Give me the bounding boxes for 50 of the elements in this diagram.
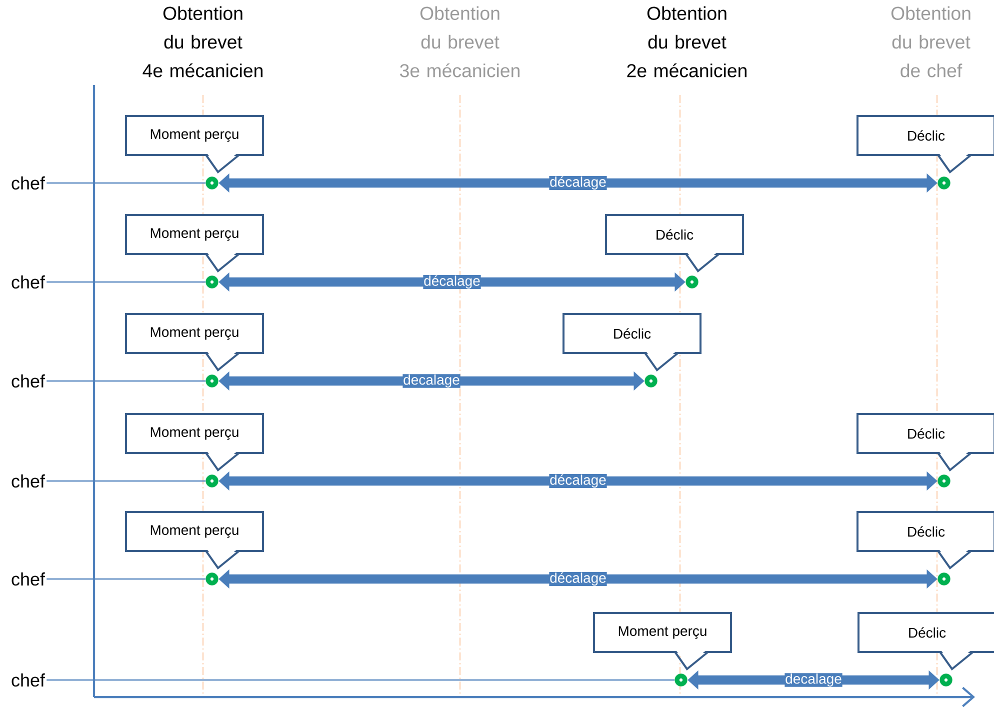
marker-dot (940, 674, 952, 686)
edge-label: décalage (423, 275, 481, 289)
connector-line (46, 480, 206, 482)
marker-dot (938, 572, 950, 586)
connector-line (46, 182, 206, 184)
connector-line (46, 281, 206, 283)
row-label: chef (12, 673, 46, 687)
connector-line (46, 679, 674, 681)
callout-box: Moment perçu (593, 612, 732, 670)
marker-dot (644, 374, 658, 388)
connector-line (46, 578, 206, 580)
callout-box: Déclic (858, 612, 994, 670)
callout-box: Déclic (562, 313, 702, 372)
node-label: Déclic (908, 130, 945, 141)
callout-box: Moment perçu (125, 511, 264, 570)
node-label: Déclic (908, 526, 945, 537)
node-label: Déclic (909, 627, 946, 638)
row-label: chef (12, 176, 46, 190)
callout-box: Déclic (856, 115, 994, 174)
marker-dot (206, 474, 218, 488)
row-label: chef (12, 474, 46, 488)
callout-box: Moment perçu (125, 313, 264, 372)
node-label: Déclic (908, 428, 945, 439)
edge-label: décalage (549, 572, 607, 586)
column-heading: Obtention du brevet 3e mécanicien (400, 6, 520, 78)
callout-box: Déclic (856, 511, 994, 570)
column-heading: Obtention du brevet 2e mécanicien (627, 6, 746, 78)
marker-dot (674, 674, 688, 686)
row-label: chef (12, 275, 46, 289)
marker-dot (206, 374, 218, 388)
edge-label: decalage (402, 374, 460, 388)
row-label: chef (12, 374, 46, 388)
marker-dot (938, 176, 950, 190)
callout-box: Moment perçu (125, 115, 264, 174)
marker-dot (938, 474, 950, 488)
marker-dot (206, 176, 218, 190)
marker-dot (206, 572, 218, 586)
edge-label: décalage (549, 474, 607, 488)
callout-box: Moment perçu (125, 214, 264, 272)
row-label: chef (12, 572, 46, 586)
edge-label: decalage (784, 673, 842, 687)
callout-box: Déclic (605, 214, 744, 272)
marker-dot (686, 276, 698, 288)
marker-dot (206, 276, 218, 288)
edge-label: décalage (549, 176, 607, 190)
column-heading: Obtention du brevet 4e mécanicien (142, 6, 262, 78)
column-heading: Obtention du brevet de chef (891, 6, 970, 78)
callout-box: Déclic (856, 413, 994, 472)
callout-box: Moment perçu (125, 413, 264, 472)
connector-line (46, 380, 206, 382)
